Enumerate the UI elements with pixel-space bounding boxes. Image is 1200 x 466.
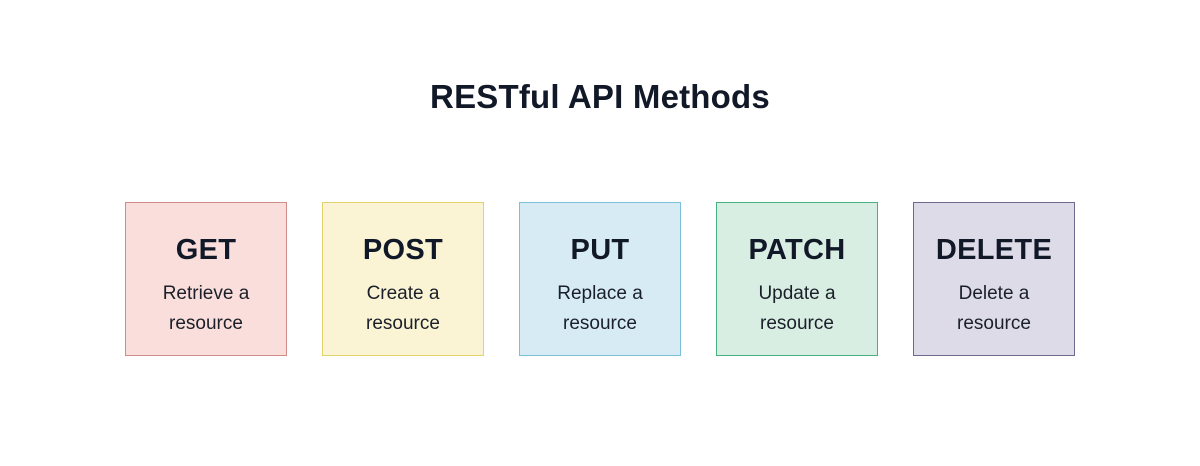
method-description: Replace a resource (557, 283, 643, 334)
method-card-patch: PATCH Update a resource (716, 202, 878, 356)
page-title: RESTful API Methods (430, 78, 770, 115)
method-description: Delete a resource (957, 283, 1031, 334)
method-description: Update a resource (758, 283, 836, 334)
method-cards-row: GET Retrieve a resource POST Create a re… (125, 202, 1075, 356)
method-card-get: GET Retrieve a resource (125, 202, 287, 356)
method-description: Create a resource (366, 283, 440, 334)
method-name: PATCH (748, 234, 846, 266)
method-description: Retrieve a resource (162, 283, 250, 334)
method-card-put: PUT Replace a resource (519, 202, 681, 356)
method-card-post: POST Create a resource (322, 202, 484, 356)
method-name: POST (362, 234, 444, 266)
method-name: GET (175, 234, 237, 266)
method-card-delete: DELETE Delete a resource (913, 202, 1075, 356)
method-name: PUT (570, 234, 630, 266)
method-name: DELETE (935, 234, 1053, 266)
